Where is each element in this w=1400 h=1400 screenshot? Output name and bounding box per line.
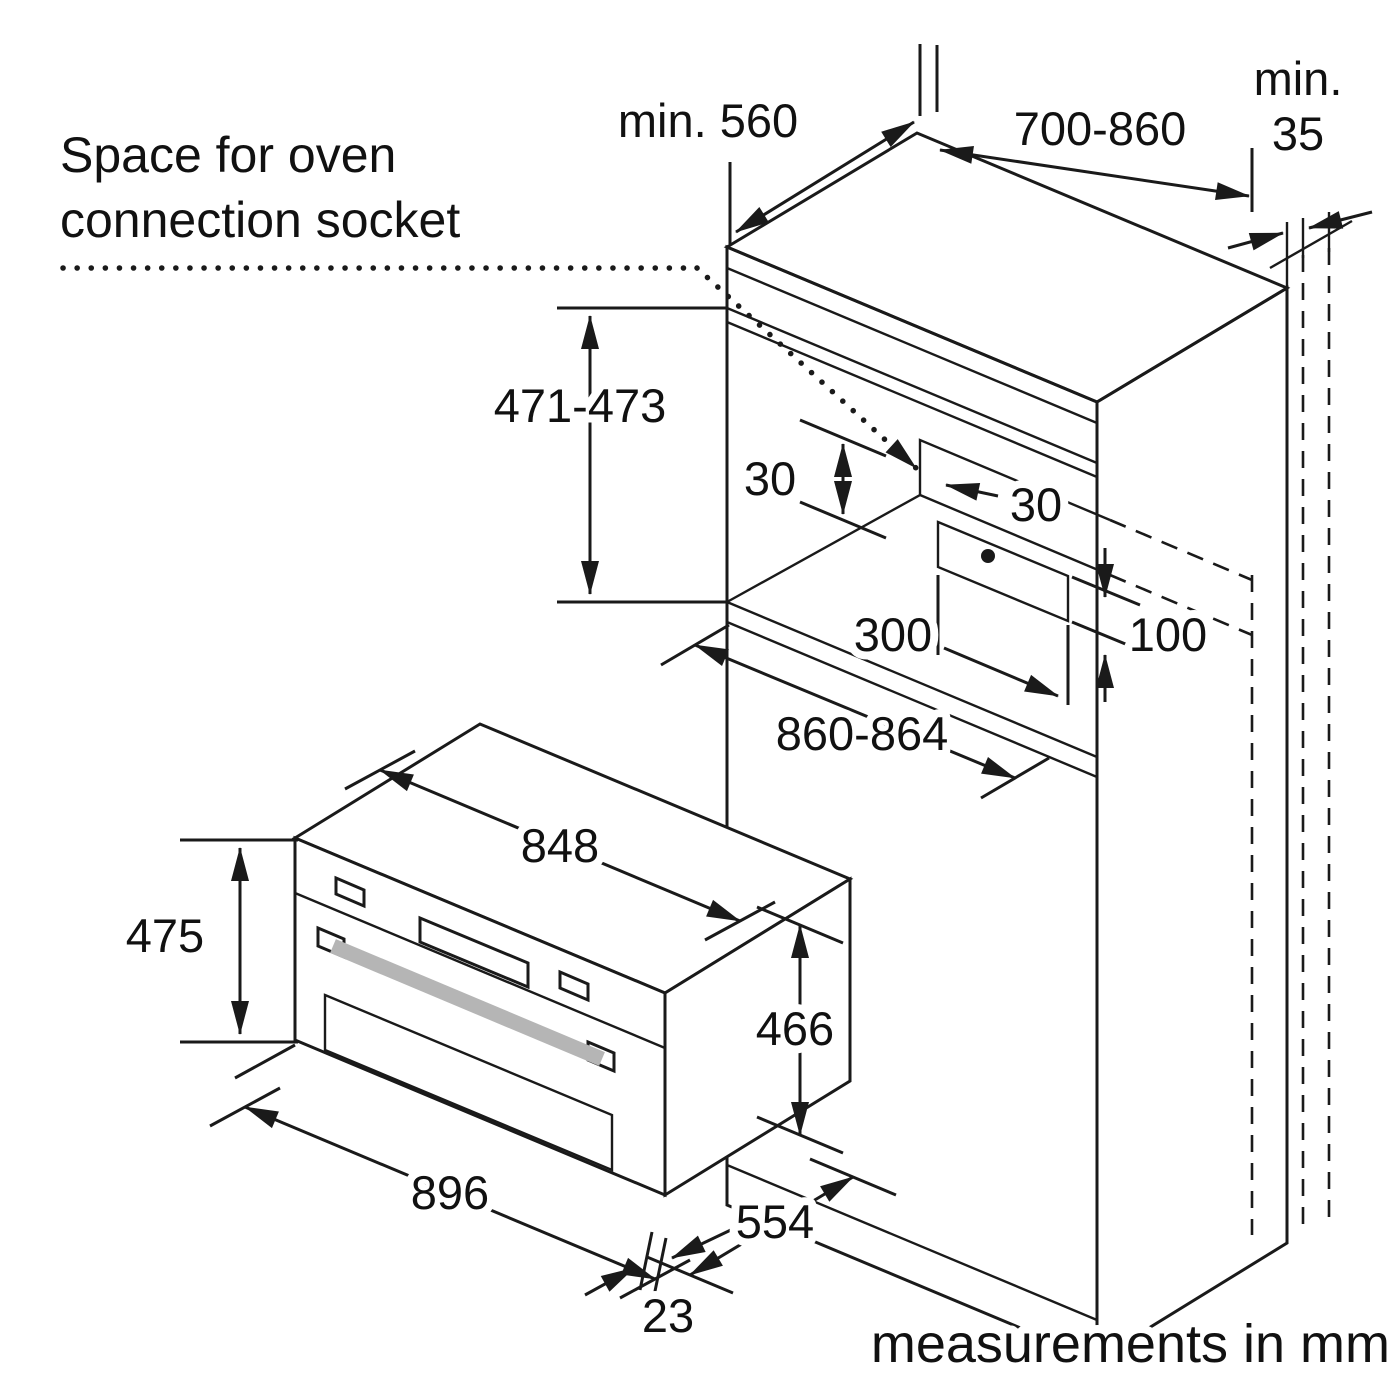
label-side-min-1: min. — [1254, 52, 1343, 105]
oven-panel-divider — [294, 891, 666, 1050]
note-line2: connection socket — [60, 192, 460, 248]
dim-side-min — [1227, 210, 1373, 251]
oven-knob-right — [558, 969, 590, 1003]
oven-display — [418, 915, 530, 990]
label-side-min-2: 35 — [1272, 107, 1324, 160]
label-top-range: 700-860 — [1014, 102, 1187, 155]
dim-oven-body-height — [756, 905, 844, 1155]
footer-units-note: measurements in mm — [871, 1314, 1390, 1374]
dim-depth-min — [728, 44, 922, 244]
cabinet-top-face — [723, 131, 1291, 404]
cabinet-side-face — [1096, 285, 1289, 1362]
note-line1: Space for oven — [60, 127, 396, 183]
dim-socket-height — [1071, 548, 1141, 702]
socket-marker-dot — [981, 549, 995, 563]
label-socket-top-offset: 30 — [744, 452, 796, 505]
label-socket-width: 300 — [854, 608, 932, 661]
dim-oven-depth — [646, 1157, 897, 1295]
dim-top-range — [935, 45, 1254, 212]
dim-niche-height — [557, 306, 727, 604]
side-wall — [1269, 212, 1353, 1232]
cabinet-front-rails — [726, 266, 1098, 1322]
oven-knob-left — [334, 875, 366, 909]
label-niche-width: 860-864 — [776, 707, 949, 760]
label-oven-depth: 554 — [736, 1195, 814, 1248]
oven-handle-bar — [330, 939, 605, 1066]
dim-socket-side-offset — [945, 483, 999, 501]
label-niche-height: 471-473 — [494, 379, 667, 432]
label-oven-front-width: 896 — [411, 1166, 489, 1219]
tall-cabinet — [723, 131, 1353, 1363]
label-socket-height: 100 — [1129, 608, 1207, 661]
dim-oven-front-height — [180, 838, 298, 1044]
label-depth-min: min. 560 — [618, 94, 798, 147]
label-oven-body-height: 466 — [756, 1002, 834, 1055]
label-socket-side-offset: 30 — [1010, 478, 1062, 531]
label-door-gap: 23 — [642, 1289, 694, 1342]
label-oven-front-height: 475 — [126, 909, 204, 962]
dim-niche-width — [660, 623, 1050, 800]
niche-interior — [726, 438, 1254, 1235]
dim-socket-top-offset — [799, 418, 887, 540]
oven — [291, 722, 854, 1198]
oven-front-face — [293, 835, 667, 1198]
socket-leader — [60, 265, 919, 471]
cabinet-front-face — [725, 244, 1099, 1363]
dimension-lines — [180, 44, 1373, 1300]
socket-space — [936, 520, 1070, 623]
label-oven-top-width: 848 — [521, 819, 599, 872]
